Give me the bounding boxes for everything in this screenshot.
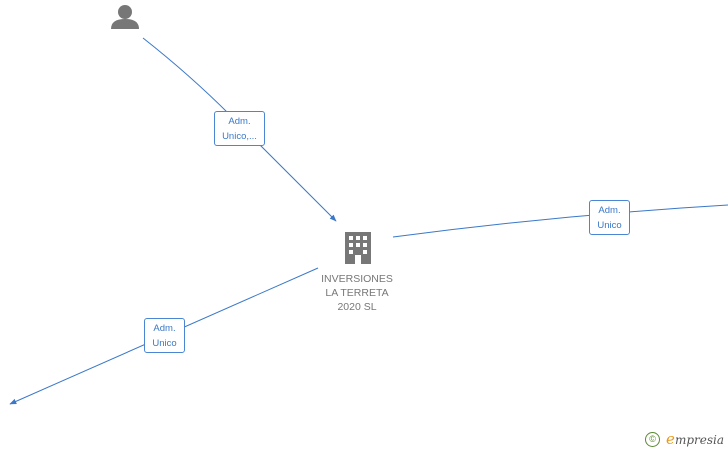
edge-label-company-to-bottom-left[interactable]: Adm. Unico	[144, 318, 185, 353]
edge-company-to-right	[392, 204, 728, 238]
brand-name: empresia	[666, 430, 724, 448]
brand-rest: mpresia	[674, 433, 724, 447]
copyright-icon: ©	[645, 431, 661, 447]
company-name-line-2: LA TERRETA	[325, 287, 389, 299]
company-name[interactable]: INVERSIONES LA TERRETA 2020 SL	[312, 272, 402, 314]
brand-initial: e	[666, 430, 675, 448]
edge-label-company-to-right[interactable]: Adm. Unico	[589, 200, 630, 235]
edge-label-line: Unico	[152, 338, 177, 349]
edge-label-line: Adm.	[598, 205, 621, 216]
edge-label-line: Adm.	[153, 323, 176, 334]
building-icon[interactable]	[345, 232, 371, 264]
edge-label-line: Unico	[597, 220, 622, 231]
company-name-line-3: 2020 SL	[337, 301, 377, 313]
person-icon[interactable]	[111, 5, 139, 29]
company-name-line-1: INVERSIONES	[321, 273, 393, 285]
brand-watermark: © empresia	[645, 430, 724, 448]
edge-label-line: Adm.	[228, 116, 251, 127]
edge-label-person-to-company[interactable]: Adm. Unico,...	[214, 111, 265, 146]
edge-label-line: Unico,...	[222, 131, 257, 142]
